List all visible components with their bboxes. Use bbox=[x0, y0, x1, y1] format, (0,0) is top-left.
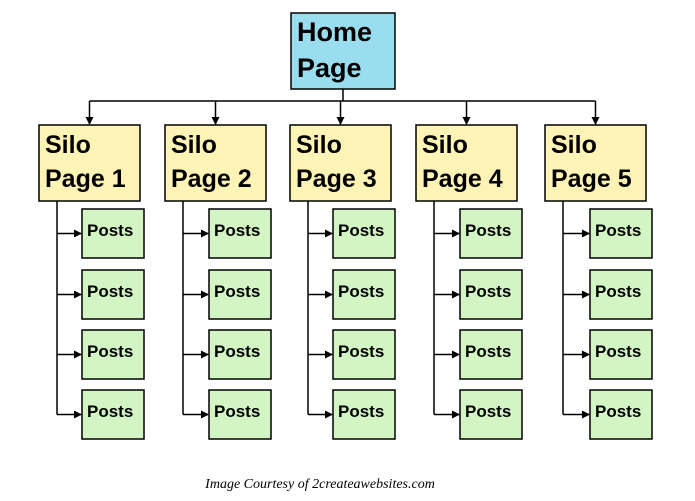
silo-4-post-3-label: Posts bbox=[465, 342, 511, 361]
silo-page-2-label-line-2: Page 2 bbox=[171, 165, 252, 193]
silo-5-post-2-label: Posts bbox=[595, 282, 641, 301]
silo-page-1-label-line-2: Page 1 bbox=[45, 165, 126, 193]
home-page-label-line-2: Page bbox=[297, 53, 362, 83]
silo-1-post-3-label: Posts bbox=[87, 342, 133, 361]
silo-2-post-2-box bbox=[208, 269, 272, 320]
silo-4-post-2-box bbox=[459, 269, 523, 320]
silo-page-3-label-line-2: Page 3 bbox=[296, 165, 377, 193]
silo-5-post-4-label: Posts bbox=[595, 402, 641, 421]
silo-1-post-3-node[interactable]: Posts bbox=[81, 329, 145, 380]
silo-page-1-box bbox=[38, 124, 141, 202]
image-credit-caption: Image Courtesy of 2createawebsites.com bbox=[205, 477, 435, 492]
silo-5-post-3-label: Posts bbox=[595, 342, 641, 361]
silo-5-post-4-box bbox=[589, 389, 653, 440]
silo-page-4-label-line-2: Page 4 bbox=[422, 165, 503, 193]
silo-5-post-1-label: Posts bbox=[595, 221, 641, 240]
silo-page-2-box bbox=[164, 124, 267, 202]
silo-3-post-2-box bbox=[332, 269, 396, 320]
silo-4-post-2-label: Posts bbox=[465, 282, 511, 301]
silo-2-post-3-box bbox=[208, 329, 272, 380]
silo-2-post-1-label: Posts bbox=[214, 221, 260, 240]
silo-3-post-1-label: Posts bbox=[338, 221, 384, 240]
silo-1-post-1-node[interactable]: Posts bbox=[81, 208, 145, 259]
silo-2-post-2-node[interactable]: Posts bbox=[208, 269, 272, 320]
silo-1-post-2-box bbox=[81, 269, 145, 320]
silo-3-post-3-node[interactable]: Posts bbox=[332, 329, 396, 380]
silo-1-post-4-node[interactable]: Posts bbox=[81, 389, 145, 440]
silo-4-post-4-node[interactable]: Posts bbox=[459, 389, 523, 440]
connector-lines bbox=[56, 89, 600, 419]
silo-1-post-2-label: Posts bbox=[87, 282, 133, 301]
silo-2-post-1-node[interactable]: Posts bbox=[208, 208, 272, 259]
silo-4-post-4-box bbox=[459, 389, 523, 440]
silo-5-post-1-node[interactable]: Posts bbox=[589, 208, 653, 259]
silo-4-post-4-label: Posts bbox=[465, 402, 511, 421]
silo-4-post-1-label: Posts bbox=[465, 221, 511, 240]
home-page-label-line-1: Home bbox=[297, 17, 372, 47]
silo-2-post-2-label: Posts bbox=[214, 282, 260, 301]
silo-2-post-4-node[interactable]: Posts bbox=[208, 389, 272, 440]
silo-1-post-1-box bbox=[81, 208, 145, 259]
silo-4-post-3-box bbox=[459, 329, 523, 380]
silo-3-post-4-box bbox=[332, 389, 396, 440]
silo-2-post-4-box bbox=[208, 389, 272, 440]
silo-1-post-3-box bbox=[81, 329, 145, 380]
silo-1-post-1-label: Posts bbox=[87, 221, 133, 240]
silo-4-post-1-box bbox=[459, 208, 523, 259]
silo-4-post-3-node[interactable]: Posts bbox=[459, 329, 523, 380]
silo-5-post-4-node[interactable]: Posts bbox=[589, 389, 653, 440]
silo-3-post-1-node[interactable]: Posts bbox=[332, 208, 396, 259]
silo-5-post-2-node[interactable]: Posts bbox=[589, 269, 653, 320]
silo-2-post-3-node[interactable]: Posts bbox=[208, 329, 272, 380]
silo-5-post-3-box bbox=[589, 329, 653, 380]
silo-2-post-1-box bbox=[208, 208, 272, 259]
silo-5-post-1-box bbox=[589, 208, 653, 259]
home-page-box bbox=[290, 12, 396, 90]
silo-4-post-2-node[interactable]: Posts bbox=[459, 269, 523, 320]
silo-page-5-label-line-1: Silo bbox=[551, 131, 597, 159]
silo-page-1-label-line-1: Silo bbox=[45, 131, 91, 159]
silo-1-post-4-box bbox=[81, 389, 145, 440]
silo-page-5-box bbox=[544, 124, 647, 202]
silo-2-post-4-label: Posts bbox=[214, 402, 260, 421]
silo-page-2-label-line-1: Silo bbox=[171, 131, 217, 159]
silo-3-post-4-node[interactable]: Posts bbox=[332, 389, 396, 440]
silo-3-post-2-node[interactable]: Posts bbox=[332, 269, 396, 320]
silo-3-post-3-box bbox=[332, 329, 396, 380]
silo-page-3-label-line-1: Silo bbox=[296, 131, 342, 159]
silo-page-4-box bbox=[415, 124, 518, 202]
silo-page-5-label-line-2: Page 5 bbox=[551, 165, 632, 193]
silo-4-post-1-node[interactable]: Posts bbox=[459, 208, 523, 259]
silo-page-3-box bbox=[289, 124, 392, 202]
silo-5-post-3-node[interactable]: Posts bbox=[589, 329, 653, 380]
silo-3-post-4-label: Posts bbox=[338, 402, 384, 421]
silo-3-post-3-label: Posts bbox=[338, 342, 384, 361]
silo-3-post-2-label: Posts bbox=[338, 282, 384, 301]
silo-2-post-3-label: Posts bbox=[214, 342, 260, 361]
silo-5-post-2-box bbox=[589, 269, 653, 320]
silo-1-post-4-label: Posts bbox=[87, 402, 133, 421]
silo-3-post-1-box bbox=[332, 208, 396, 259]
silo-page-4-label-line-1: Silo bbox=[422, 131, 468, 159]
silo-1-post-2-node[interactable]: Posts bbox=[81, 269, 145, 320]
